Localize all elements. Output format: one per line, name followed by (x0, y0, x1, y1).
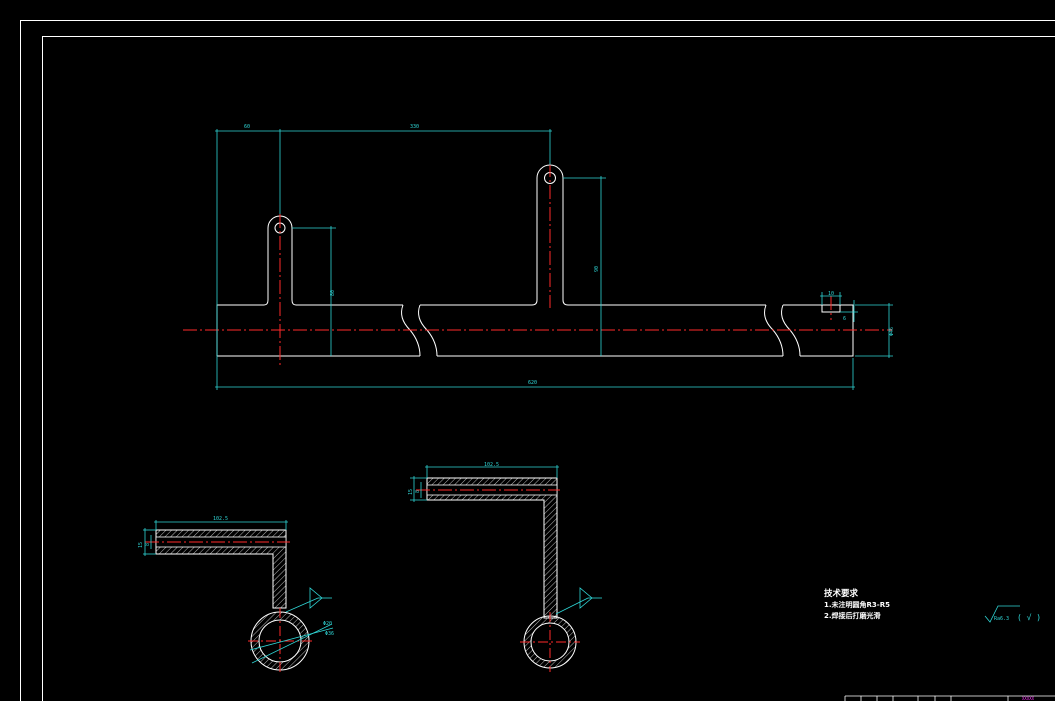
section-right-thick-outer: 15 (408, 489, 414, 495)
part-outline (216, 164, 854, 357)
section-view-right: 102.5 15 8 (408, 462, 602, 672)
dim-620: 620 (528, 380, 537, 386)
tech-notes-title: 技术要求 (824, 588, 859, 599)
dim-90: 90 (594, 266, 600, 272)
section-left-thick-inner: 8 (145, 543, 151, 546)
section-right-thick-inner: 8 (415, 490, 421, 493)
dim-slot-width: 10 (828, 291, 834, 297)
sheet-border (20, 20, 1055, 701)
tech-note-2: 2.焊接后打磨光滑 (824, 611, 881, 620)
section-view-left: 102.5 15 8 Φ20 Φ36 (138, 516, 334, 672)
dim-tube-dia: Φ46 (889, 327, 895, 336)
dimension-lines (215, 129, 893, 390)
tech-note-1: 1.未注明圆角R3-R5 (824, 600, 890, 609)
section-left-thick-outer: 15 (138, 542, 144, 548)
dim-slot-depth: 6 (843, 316, 846, 322)
section-left-width: 102.5 (213, 516, 228, 522)
technical-requirements: 技术要求 1.未注明圆角R3-R5 2.焊接后打磨光滑 (824, 588, 890, 620)
dim-60: 60 (244, 124, 250, 130)
centerlines (183, 163, 892, 365)
dimension-texts: 60 330 80 90 620 10 6 Φ46 (244, 124, 895, 386)
section-right-hatch (426, 477, 558, 619)
section-left-tube-dia: Φ36 (325, 631, 334, 637)
title-block: XXXXX (844, 695, 1055, 701)
section-left-hole-dia: Φ20 (323, 621, 332, 627)
section-right-width: 102.5 (484, 462, 499, 468)
dim-330: 330 (410, 124, 419, 130)
title-block-label: XXXXX (1022, 696, 1035, 701)
roughness-other: ( √ ) (1017, 613, 1041, 622)
dim-80: 80 (330, 290, 336, 296)
roughness-value: Ra6.3 (994, 616, 1009, 622)
roughness-symbol: Ra6.3 ( √ ) (984, 605, 1041, 623)
front-view: 60 330 80 90 620 10 6 Φ46 (183, 124, 895, 390)
